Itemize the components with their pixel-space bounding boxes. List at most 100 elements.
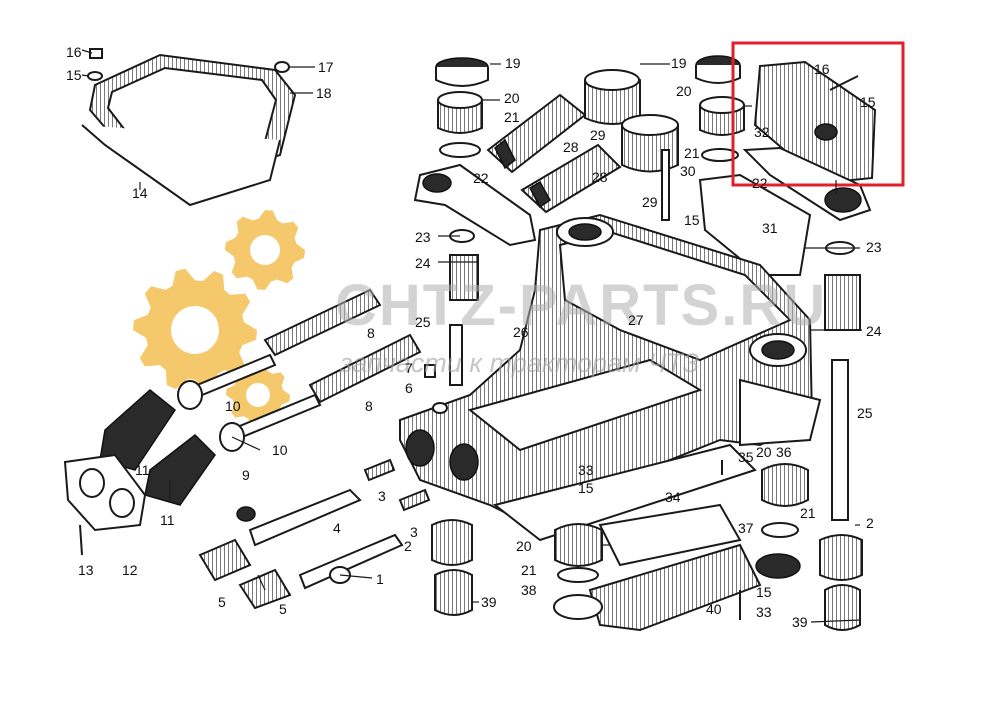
callout-label: 34: [665, 489, 681, 505]
bushing-20b: [699, 96, 745, 136]
callout-label: 12: [122, 562, 138, 578]
callout-label: 1: [376, 571, 384, 587]
flange-12: [63, 453, 147, 532]
callout-label: 7: [405, 360, 413, 376]
callout-label: 27: [628, 312, 644, 328]
ring-21c: [761, 522, 799, 538]
callout-label: 20: [516, 538, 532, 554]
callout-label: 20: [676, 83, 692, 99]
spring-3b: [398, 488, 431, 512]
callout-label: 39: [792, 614, 808, 630]
callout-label: 5: [218, 594, 226, 610]
callout-label: 40: [706, 601, 722, 617]
plunger-5a: [198, 538, 252, 582]
bolt-16b: [829, 75, 859, 91]
callout-label: 26: [513, 324, 529, 340]
screw-13: [79, 524, 83, 556]
base-gasket-34: [492, 443, 757, 542]
leader-lines: [81, 49, 862, 623]
cup-2a: [431, 519, 473, 566]
callout-label: 2: [866, 515, 874, 531]
sleeve-24b: [824, 274, 861, 331]
callout-label: 16: [814, 61, 830, 77]
lever-22a: [413, 163, 537, 247]
plug-19b: [695, 55, 741, 84]
watermark-tagline: запчасти к тракторам ЧТЗ: [339, 348, 699, 378]
callout-label: 4: [333, 520, 341, 536]
callout-label: 32: [754, 124, 770, 140]
highlight-frame: [731, 41, 905, 187]
callout-label: 39: [481, 594, 497, 610]
callout-label: 21: [504, 109, 520, 125]
stud-30: [661, 149, 670, 221]
callout-label: 10: [272, 442, 288, 458]
callout-label: 8: [365, 398, 373, 414]
cup-39b: [824, 584, 861, 631]
ring-21d: [557, 567, 599, 583]
spring-8a: [263, 288, 382, 357]
callout-label: 29: [590, 127, 606, 143]
callout-label: 5: [279, 601, 287, 617]
callout-label: 19: [671, 55, 687, 71]
callout-label: 15: [860, 94, 876, 110]
callout-label: 15: [578, 480, 594, 496]
callout-label: 9: [242, 467, 250, 483]
callout-label: 20: [756, 444, 772, 460]
sleeve-29a: [584, 69, 641, 125]
callout-label: 16: [66, 44, 82, 60]
callout-label: 23: [866, 239, 882, 255]
gasket-14: [81, 124, 281, 207]
callout-label: 33: [756, 604, 772, 620]
callout-label: 8: [367, 325, 375, 341]
cup-2b: [819, 534, 863, 581]
callout-label: 21: [521, 562, 537, 578]
callout-label: 20: [504, 90, 520, 106]
ring-9: [236, 506, 256, 522]
gear-hole-icon: [246, 383, 270, 407]
callout-label: 21: [684, 145, 700, 161]
cover-plate-32: [753, 60, 877, 185]
callout-label: 2: [404, 538, 412, 554]
bushing-20a: [437, 91, 483, 134]
gear-hole-icon: [250, 235, 280, 265]
washer-15a: [87, 71, 103, 81]
callout-label: 22: [473, 170, 489, 186]
spring-3a: [363, 458, 396, 482]
callout-label: 22: [752, 175, 768, 191]
callout-label: 18: [316, 85, 332, 101]
ring-38a: [553, 594, 603, 620]
valve-25b: [831, 359, 849, 521]
callout-label: 15: [756, 584, 772, 600]
cover-plate-40: [588, 543, 762, 632]
sleeve-24a: [449, 254, 479, 301]
callout-label: 13: [78, 562, 94, 578]
callout-label: 23: [415, 229, 431, 245]
bushing-20c: [761, 463, 809, 507]
plug-19a: [435, 57, 489, 87]
callout-label: 11: [160, 512, 175, 528]
callout-label: 17: [318, 59, 334, 75]
valve-25a: [449, 324, 463, 386]
callout-label: 19: [505, 55, 521, 71]
valve-housing: [399, 213, 822, 522]
rod-10a: [177, 353, 277, 410]
gasket-31: [698, 173, 812, 276]
gasket-37: [598, 503, 742, 567]
rod-4: [248, 488, 404, 590]
callout-label: 10: [225, 398, 241, 414]
callout-label: 3: [378, 488, 386, 504]
callout-label: 3: [410, 524, 418, 540]
plug-7: [424, 364, 436, 378]
bushing-20d: [554, 523, 603, 567]
callout-label: 28: [563, 139, 579, 155]
bolt-16a: [89, 48, 103, 59]
ring-21a: [439, 142, 481, 158]
callout-label: 6: [405, 380, 413, 396]
callout-label: 30: [680, 163, 696, 179]
boot-11a: [99, 389, 177, 471]
callout-label: 28: [592, 169, 608, 185]
watermark-brand: CHTZ-PARTS.RU: [335, 273, 827, 338]
spool-28b: [520, 143, 622, 214]
